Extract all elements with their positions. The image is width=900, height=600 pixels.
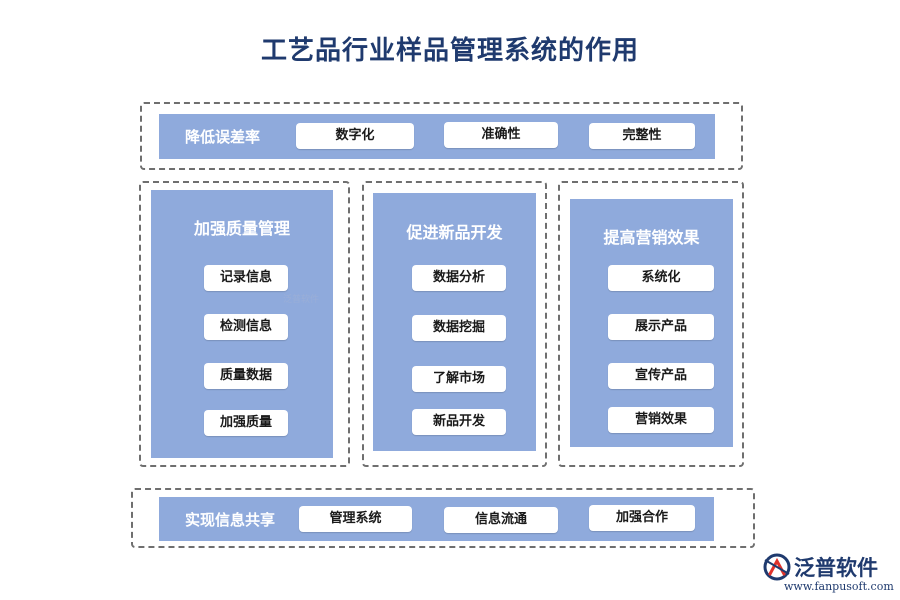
panel-frame-quality bbox=[139, 181, 350, 467]
panel-marketing-item-1: 系统化 bbox=[608, 265, 714, 291]
bottom-band-label: 实现信息共享 bbox=[185, 511, 276, 529]
logo-name: 泛普软件 bbox=[794, 556, 878, 580]
bottom-group-frame bbox=[131, 488, 755, 548]
panel-frame-newproduct bbox=[362, 181, 547, 467]
panel-quality: 加强质量管理 记录信息 检测信息 质量数据 加强质量 bbox=[151, 190, 333, 458]
panel-quality-item-3: 质量数据 bbox=[204, 363, 288, 389]
panel-frame-marketing bbox=[558, 181, 744, 467]
top-band: 降低误差率 数字化 准确性 完整性 bbox=[159, 114, 715, 159]
top-group-frame bbox=[140, 102, 743, 170]
panel-title-marketing: 提高营销效果 bbox=[603, 228, 700, 247]
panel-newproduct-item-4: 新品开发 bbox=[412, 409, 506, 435]
bottom-band: 实现信息共享 管理系统 信息流通 加强合作 bbox=[159, 497, 714, 541]
panel-quality-item-4: 加强质量 bbox=[204, 410, 288, 436]
top-item-2: 准确性 bbox=[444, 122, 558, 148]
panel-quality-item-1: 记录信息 bbox=[204, 265, 288, 291]
logo-url: www.fanpusoft.com bbox=[784, 580, 894, 593]
top-band-label: 降低误差率 bbox=[185, 128, 261, 146]
top-item-3: 完整性 bbox=[589, 123, 695, 149]
top-item-1: 数字化 bbox=[296, 123, 414, 149]
bottom-item-1: 管理系统 bbox=[299, 506, 412, 532]
brand-logo: 泛普软件 www.fanpusoft.com bbox=[762, 552, 894, 596]
panel-marketing: 提高营销效果 系统化 展示产品 宣传产品 营销效果 bbox=[570, 199, 733, 447]
panel-marketing-item-2: 展示产品 bbox=[608, 314, 714, 340]
panel-marketing-item-4: 营销效果 bbox=[608, 407, 714, 433]
panel-title-newproduct: 促进新品开发 bbox=[406, 223, 503, 242]
bottom-item-2: 信息流通 bbox=[444, 507, 558, 533]
panel-newproduct-item-2: 数据挖掘 bbox=[412, 315, 506, 341]
page-title: 工艺品行业样品管理系统的作用 bbox=[260, 36, 639, 66]
watermark-small: 泛普软件 bbox=[283, 295, 320, 305]
panel-marketing-item-3: 宣传产品 bbox=[608, 363, 714, 389]
panel-title-quality: 加强质量管理 bbox=[193, 219, 290, 238]
panel-newproduct-item-1: 数据分析 bbox=[412, 265, 506, 291]
bottom-item-3: 加强合作 bbox=[589, 505, 695, 531]
panel-newproduct: 促进新品开发 数据分析 数据挖掘 了解市场 新品开发 bbox=[373, 193, 536, 451]
fanpu-logo-icon bbox=[763, 553, 791, 581]
panel-quality-item-2: 检测信息 bbox=[204, 314, 288, 340]
panel-newproduct-item-3: 了解市场 bbox=[412, 366, 506, 392]
